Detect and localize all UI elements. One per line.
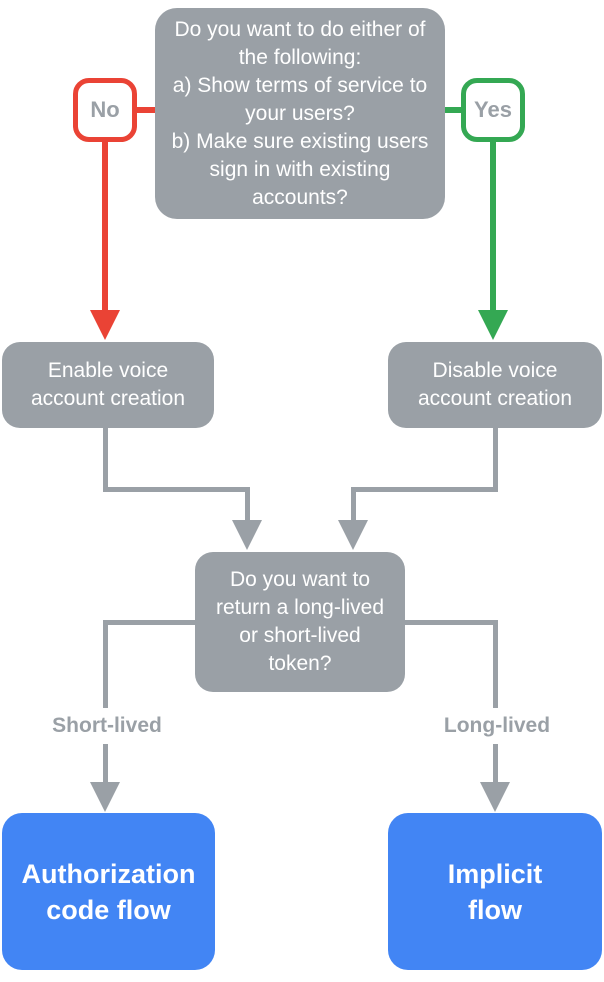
no-branch-vertical-line	[102, 141, 108, 311]
short-branch-arrowhead-icon	[90, 782, 120, 812]
long-branch-vertical-line	[493, 620, 498, 783]
disable-elbow-vertical-line	[493, 428, 498, 490]
enable-elbow-arrowhead-icon	[232, 520, 262, 550]
short-lived-label: Short-lived	[22, 708, 192, 744]
root-question-option-a: a) Show terms of service to your users?	[172, 73, 428, 125]
long-branch-arrowhead-icon	[480, 782, 510, 812]
root-question-intro: Do you want to do either of the followin…	[174, 17, 426, 69]
node-root-question: Do you want to do either of the followin…	[155, 8, 445, 219]
long-lived-label: Long-lived	[412, 708, 582, 744]
long-branch-horizontal-line	[403, 620, 498, 625]
no-branch-horizontal-line	[137, 107, 155, 113]
node-enable-voice-account-creation: Enable voice account creation	[2, 342, 214, 428]
yes-branch-horizontal-line	[445, 107, 462, 113]
enable-elbow-drop-line	[245, 487, 250, 521]
enable-node-label: Enable voice account creation	[30, 359, 186, 410]
node-token-question: Do you want to return a long-lived or sh…	[195, 552, 405, 692]
enable-elbow-horizontal-line	[103, 487, 250, 492]
authorization-code-flow-label: Authorization code flow	[21, 858, 196, 925]
implicit-flow-label: Implicit flow	[447, 858, 543, 925]
root-question-option-b: b) Make sure existing users sign in with…	[171, 129, 429, 209]
no-badge: No	[73, 78, 137, 142]
short-lived-label-text: Short-lived	[52, 714, 162, 737]
short-branch-horizontal-line	[103, 620, 197, 625]
yes-badge: Yes	[461, 78, 525, 142]
no-badge-label: No	[90, 97, 120, 122]
yes-branch-vertical-line	[490, 141, 496, 311]
disable-node-label: Disable voice account creation	[417, 359, 573, 410]
enable-elbow-vertical-line	[103, 428, 108, 490]
disable-elbow-horizontal-line	[351, 487, 498, 492]
node-implicit-flow: Implicit flow	[388, 813, 602, 970]
short-branch-vertical-line	[103, 620, 108, 783]
no-branch-arrowhead-icon	[90, 310, 120, 340]
token-question-label: Do you want to return a long-lived or sh…	[215, 568, 385, 675]
yes-badge-label: Yes	[474, 97, 512, 122]
disable-elbow-arrowhead-icon	[338, 520, 368, 550]
node-disable-voice-account-creation: Disable voice account creation	[388, 342, 602, 428]
disable-elbow-drop-line	[351, 487, 356, 521]
long-lived-label-text: Long-lived	[443, 714, 551, 737]
node-authorization-code-flow: Authorization code flow	[2, 813, 215, 970]
yes-branch-arrowhead-icon	[478, 310, 508, 340]
